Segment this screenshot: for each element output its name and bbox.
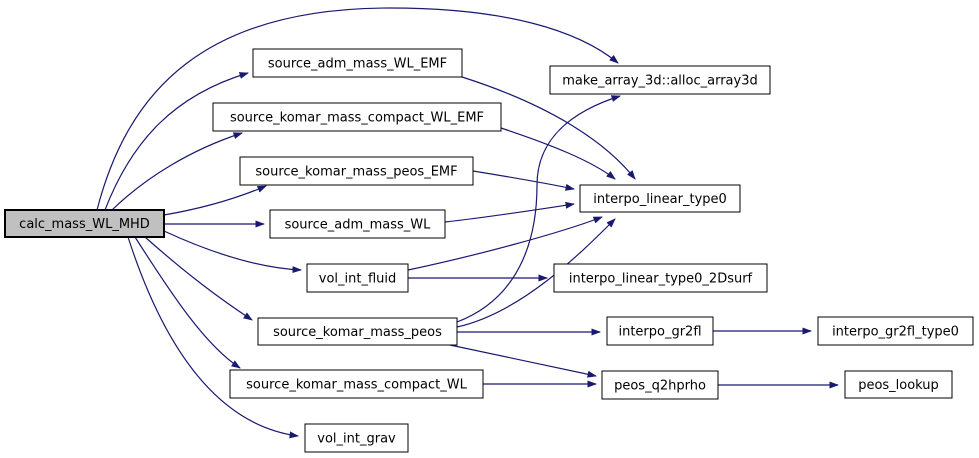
node-interpo-linear-type0[interactable]: interpo_linear_type0 xyxy=(579,184,741,213)
edge-source-komar-mass-peos-to-interpo-linear-type0 xyxy=(456,218,616,328)
node-box-source-komar-mass-peos-emf[interactable] xyxy=(239,156,474,186)
node-box-vol-int-grav[interactable] xyxy=(304,423,409,453)
node-peos-lookup[interactable]: peos_lookup xyxy=(844,370,953,399)
nodes-layer: calc_mass_WL_MHD source_adm_mass_WL_EMFso… xyxy=(4,48,974,453)
edges-layer xyxy=(96,7,839,439)
node-label-interpo-gr2fl: interpo_gr2fl xyxy=(618,325,701,340)
node-calc-mass-wl-mhd: calc_mass_WL_MHD xyxy=(4,209,165,238)
edge-source-adm-mass-wl-to-interpo-linear-type0 xyxy=(444,201,575,223)
node-source-komar-mass-peos[interactable]: source_komar_mass_peos xyxy=(257,317,458,346)
node-box-peos-lookup[interactable] xyxy=(844,370,953,399)
node-label-source-komar-mass-peos-emf: source_komar_mass_peos_EMF xyxy=(255,165,457,180)
node-box-vol-int-fluid[interactable] xyxy=(306,263,409,293)
node-box-alloc-array3d[interactable] xyxy=(549,65,771,95)
edge-vol-int-fluid-to-interpo-linear-type0 xyxy=(407,216,603,271)
node-label-vol-int-grav: vol_int_grav xyxy=(317,432,396,447)
node-label-source-komar-mass-peos: source_komar_mass_peos xyxy=(273,325,442,340)
edge-source-komar-mass-peos-emf-to-interpo-linear-type0 xyxy=(472,170,575,191)
edge-source-komar-mass-compact-wl-emf-to-interpo-linear-type0 xyxy=(500,127,616,180)
edge-calc-mass-wl-mhd-to-vol-int-fluid xyxy=(163,230,302,274)
node-box-interpo-gr2fl[interactable] xyxy=(606,316,714,346)
node-label-peos-lookup: peos_lookup xyxy=(858,378,939,393)
edge-calc-mass-wl-mhd-to-source-komar-mass-compact-wl xyxy=(134,236,241,369)
edge-source-komar-mass-peos-to-alloc-array3d xyxy=(456,95,621,323)
node-box-calc-mass-wl-mhd xyxy=(4,209,165,238)
node-interpo-gr2fl[interactable]: interpo_gr2fl xyxy=(606,316,714,346)
node-vol-int-fluid[interactable]: vol_int_fluid xyxy=(306,263,409,293)
node-interpo-linear-type0-2dsurf[interactable]: interpo_linear_type0_2Dsurf xyxy=(553,263,768,293)
node-interpo-gr2fl-type0[interactable]: interpo_gr2fl_type0 xyxy=(817,316,974,346)
edge-calc-mass-wl-mhd-to-source-adm-mass-wl-emf xyxy=(104,72,249,211)
node-peos-q2hprho[interactable]: peos_q2hprho xyxy=(601,370,719,400)
node-label-vol-int-fluid: vol_int_fluid xyxy=(319,272,397,287)
node-label-source-adm-mass-wl: source_adm_mass_WL xyxy=(285,218,432,233)
node-box-interpo-linear-type0-2dsurf[interactable] xyxy=(553,263,768,293)
node-box-interpo-linear-type0[interactable] xyxy=(579,184,741,213)
node-source-adm-mass-wl-emf[interactable]: source_adm_mass_WL_EMF xyxy=(252,48,463,78)
edge-calc-mass-wl-mhd-to-source-komar-mass-compact-wl-emf xyxy=(111,132,243,211)
node-box-peos-q2hprho[interactable] xyxy=(601,370,719,400)
node-box-interpo-gr2fl-type0[interactable] xyxy=(817,316,974,346)
edge-calc-mass-wl-mhd-to-alloc-array3d xyxy=(96,7,619,211)
node-label-interpo-linear-type0: interpo_linear_type0 xyxy=(593,192,727,207)
node-source-komar-mass-compact-wl-emf[interactable]: source_komar_mass_compact_WL_EMF xyxy=(212,102,502,132)
node-source-komar-mass-peos-emf[interactable]: source_komar_mass_peos_EMF xyxy=(239,156,474,186)
node-label-source-komar-mass-compact-wl: source_komar_mass_compact_WL xyxy=(246,378,467,393)
edge-source-adm-mass-wl-emf-to-interpo-linear-type0 xyxy=(461,76,636,180)
node-box-source-adm-mass-wl[interactable] xyxy=(269,209,446,239)
edge-calc-mass-wl-mhd-to-source-komar-mass-peos-emf xyxy=(163,185,267,216)
node-label-source-adm-mass-wl-emf: source_adm_mass_WL_EMF xyxy=(268,57,447,72)
node-alloc-array3d[interactable]: make_array_3d::alloc_array3d xyxy=(549,65,771,95)
node-vol-int-grav[interactable]: vol_int_grav xyxy=(304,423,409,453)
node-source-komar-mass-compact-wl[interactable]: source_komar_mass_compact_WL xyxy=(229,369,484,399)
edge-calc-mass-wl-mhd-to-vol-int-grav xyxy=(127,236,299,439)
edge-source-komar-mass-peos-to-peos-q2hprho xyxy=(449,344,597,378)
node-label-interpo-gr2fl-type0: interpo_gr2fl_type0 xyxy=(832,325,959,340)
node-label-calc-mass-wl-mhd: calc_mass_WL_MHD xyxy=(19,217,150,232)
node-label-source-komar-mass-compact-wl-emf: source_komar_mass_compact_WL_EMF xyxy=(230,111,484,126)
node-box-source-komar-mass-peos[interactable] xyxy=(257,317,458,346)
node-box-source-komar-mass-compact-wl-emf[interactable] xyxy=(212,102,502,132)
node-box-source-adm-mass-wl-emf[interactable] xyxy=(252,48,463,78)
node-source-adm-mass-wl[interactable]: source_adm_mass_WL xyxy=(269,209,446,239)
node-box-source-komar-mass-compact-wl[interactable] xyxy=(229,369,484,399)
edge-calc-mass-wl-mhd-to-source-komar-mass-peos xyxy=(144,236,253,321)
node-label-interpo-linear-type0-2dsurf: interpo_linear_type0_2Dsurf xyxy=(569,272,753,287)
node-label-alloc-array3d: make_array_3d::alloc_array3d xyxy=(562,74,757,89)
node-label-peos-q2hprho: peos_q2hprho xyxy=(614,379,706,394)
